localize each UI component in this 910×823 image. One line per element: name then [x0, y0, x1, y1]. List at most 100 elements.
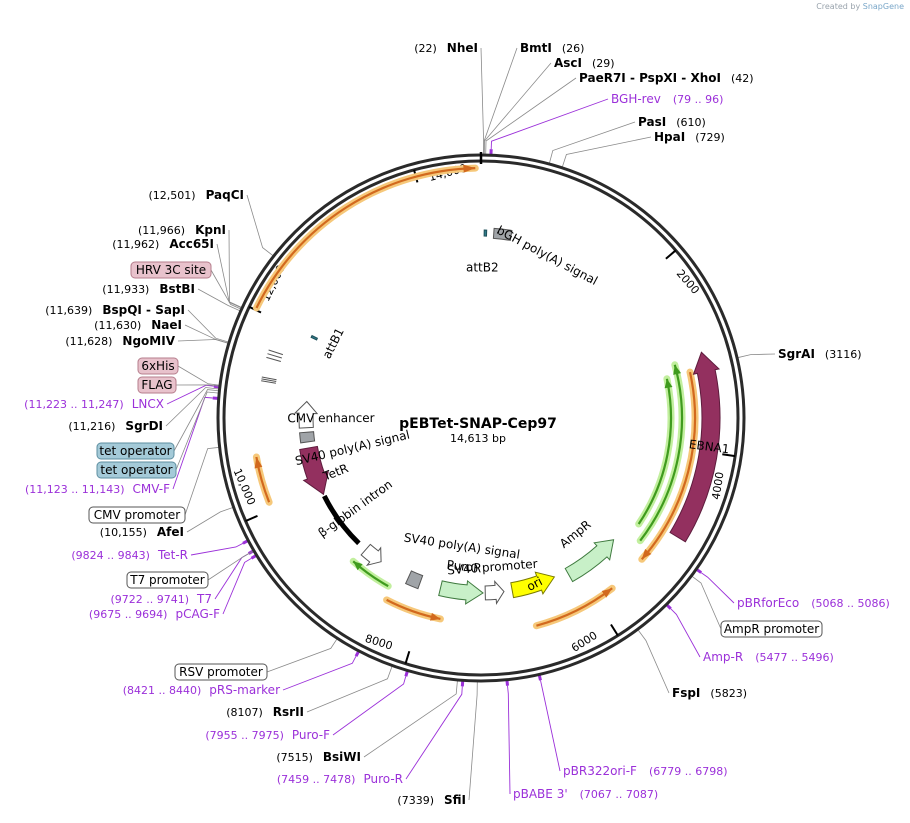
- site-leader-line: [184, 324, 229, 344]
- site-position: (12,501): [148, 189, 195, 202]
- badge-leader-line: [266, 638, 338, 673]
- orange-arc-arrowhead: [463, 164, 476, 173]
- site-label-bstbi: (11,933) BstBI: [102, 282, 195, 296]
- site-name: BstBI: [159, 282, 195, 296]
- badge-leader-line: [175, 384, 220, 387]
- site-leader-line: [197, 288, 241, 312]
- site-leader-line: [561, 136, 652, 168]
- orange-arc: [255, 167, 476, 309]
- site-leader-line: [480, 47, 485, 156]
- primer-label-lncx: (11,223 .. 11,247)LNCX: [24, 397, 164, 411]
- primer-label-t7: (9722 .. 9741)T7: [110, 592, 212, 606]
- tick-label: 6000: [569, 629, 600, 655]
- site-position: (7339): [397, 794, 434, 807]
- site-leader-line: [485, 77, 577, 156]
- feature-badge-box: [126, 571, 209, 589]
- primer-name: Amp-R: [703, 650, 743, 664]
- site-label-afei: (10,155)AfeI: [100, 525, 184, 539]
- feature-marker: [268, 349, 284, 356]
- primer-name: pBABE 3': [513, 787, 568, 801]
- site-position: (11,630): [94, 319, 141, 332]
- site-name: FspI: [672, 686, 700, 700]
- site-position: (11,628): [65, 335, 112, 348]
- primer-leader-line: [700, 572, 735, 604]
- primer-leader-line: [670, 608, 701, 658]
- primer-label-puro-r: (7459 .. 7478) Puro-R: [277, 772, 403, 786]
- feature-label: bGH poly(A) signal: [495, 223, 600, 288]
- site-label-sfii: (7339)SfiI: [397, 793, 466, 807]
- site-leader-line: [165, 387, 220, 427]
- site-position: (8107): [226, 706, 263, 719]
- primer-leader-line: [222, 557, 252, 615]
- orange-arc-arrowhead: [601, 588, 613, 598]
- plasmid-name: pEBTet-SNAP-Cep97: [399, 416, 557, 432]
- features-layer: [293, 227, 721, 605]
- primer-position: (5477 .. 5496): [755, 651, 834, 664]
- primer-position: (7955 .. 7975): [205, 729, 284, 742]
- primer-marker: [354, 651, 360, 657]
- primer-name: Puro-R: [363, 772, 403, 786]
- site-name: KpnI: [195, 223, 226, 237]
- orange-arc: [255, 456, 271, 503]
- feature-badge-label: RSV promoter: [179, 665, 263, 679]
- feature-label: AmpR: [557, 517, 594, 550]
- site-leader-line: [186, 506, 234, 533]
- green-arc-arrowhead: [664, 378, 673, 389]
- green-arc-arrowhead: [353, 561, 363, 571]
- site-position: (11,639): [45, 304, 92, 317]
- site-position: (42): [731, 72, 754, 85]
- feature-bgh-poly-a-signal: [492, 227, 513, 241]
- orange-arc-arrowhead: [641, 549, 652, 560]
- site-name: PasI: [638, 115, 666, 129]
- site-position: (5823): [710, 687, 747, 700]
- feature-label: β-globin intron: [316, 477, 395, 540]
- primer-name: pBR322ori-F: [563, 764, 637, 778]
- primer-leader-line: [540, 680, 561, 772]
- site-position: (11,933): [102, 283, 149, 296]
- feature-marker: [261, 376, 277, 381]
- site-name: AscI: [554, 56, 582, 70]
- orange-arc-arrowhead: [254, 456, 263, 469]
- site-name: RsrII: [273, 705, 304, 719]
- feature-marker: [267, 353, 282, 359]
- primer-label-amp-r: Amp-R (5477 .. 5496): [703, 650, 834, 664]
- primer-label-cmv-f: (11,123 .. 11,143)CMV-F: [25, 482, 170, 496]
- primer-label-pcag-f: (9675 .. 9694)pCAG-F: [89, 607, 220, 621]
- feature-cmv-enhancer: [293, 400, 319, 429]
- feature-label: ori: [524, 574, 544, 594]
- feature-label: EBNA1: [688, 437, 730, 456]
- site-position: (7515): [276, 751, 313, 764]
- feature-marker: [261, 378, 277, 382]
- feature-ebna1: [669, 351, 721, 543]
- feature-label: attB2: [466, 261, 499, 275]
- feature-tetr: [299, 445, 329, 496]
- site-name: SgrDI: [125, 419, 163, 433]
- primer-marker: [696, 568, 703, 574]
- feature-badge-label: T7 promoter: [129, 573, 205, 587]
- primer-position: (7459 .. 7478): [277, 773, 356, 786]
- site-leader-line: [246, 194, 274, 257]
- feature-label: SV40 poly(A) signal: [403, 531, 521, 562]
- feature-marker: [266, 356, 281, 362]
- primer-marker: [213, 384, 220, 389]
- orange-arc: [640, 371, 697, 561]
- site-leader-line: [468, 680, 478, 801]
- green-arc: [639, 364, 684, 542]
- primer-label-bgh-rev: BGH-rev(79 .. 96): [611, 92, 723, 106]
- feature-puror: [438, 579, 484, 605]
- primer-name: LNCX: [132, 397, 164, 411]
- tick-mark: [610, 623, 619, 637]
- site-label-asci: AscI(29): [554, 56, 615, 70]
- primer-name: pBRforEco: [737, 596, 799, 610]
- plasmid-size: 14,613 bp: [450, 432, 506, 445]
- site-position: (11,216): [68, 420, 115, 433]
- primer-position: (11,123 .. 11,143): [25, 483, 125, 496]
- site-leader-line: [548, 121, 636, 165]
- badge-leader-line: [177, 365, 221, 386]
- tick-mark: [722, 453, 736, 458]
- primer-position: (6779 .. 6798): [649, 765, 728, 778]
- site-label-bspqi-sapi: (11,639)BspQI - SapI: [45, 303, 185, 317]
- feature-label: PuroR: [446, 558, 482, 576]
